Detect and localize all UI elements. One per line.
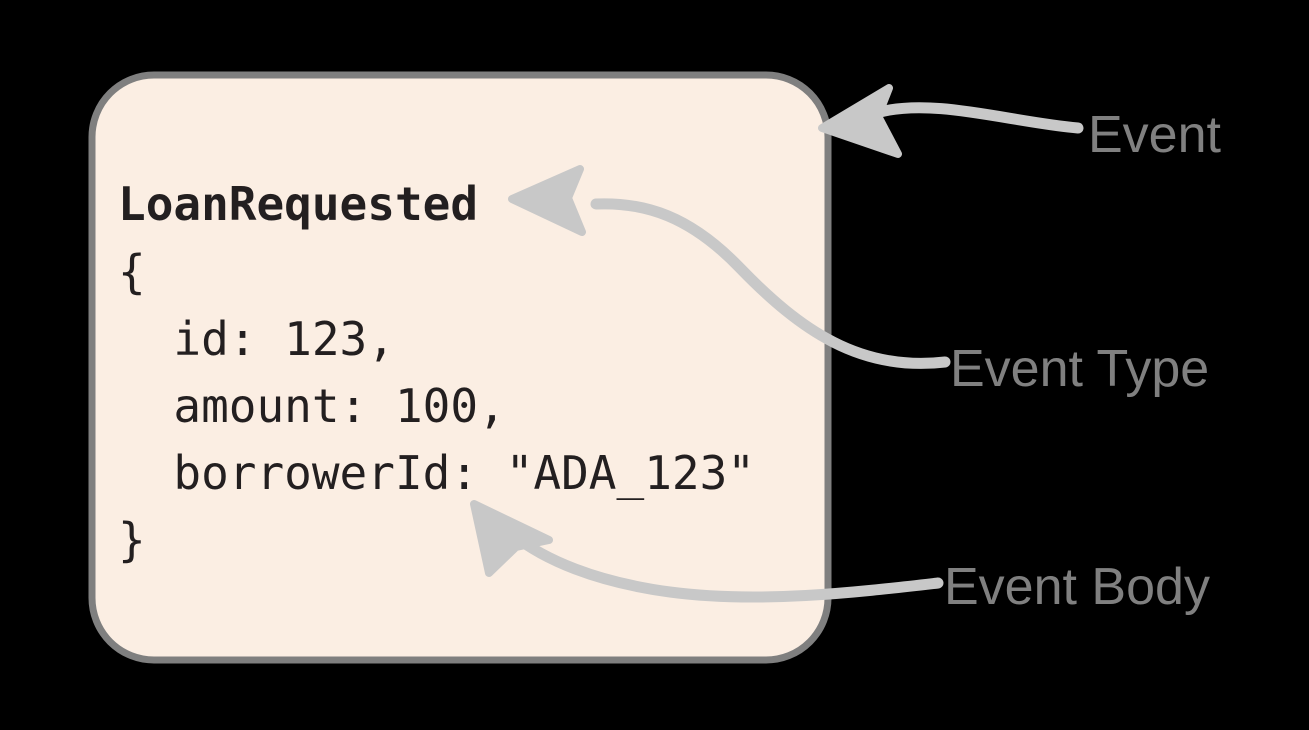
event-body-connector-line [506, 528, 944, 603]
annotation-label-event-body: Event Body [944, 558, 1210, 616]
annotation-label-event: Event [1088, 106, 1222, 164]
annotation-event-type: Event Type [508, 165, 1209, 398]
event-body-line-close-brace: } [118, 513, 146, 567]
event-body-line-id: id: 123, [118, 312, 395, 366]
annotation-event: Event [818, 84, 1222, 164]
event-arrowhead-icon [818, 84, 902, 158]
event-type-connector-line [590, 198, 951, 369]
event-connector-line [874, 102, 1084, 134]
annotation-event-body: Event Body [470, 500, 1210, 616]
event-body-line-borrower-id: borrowerId: "ADA_123" [118, 446, 755, 500]
event-card[interactable] [88, 71, 832, 664]
event-body-arrowhead-icon [470, 500, 553, 577]
event-body-line-open-brace: { [118, 245, 146, 299]
event-type-arrowhead-icon [508, 165, 586, 236]
event-type-text: LoanRequested [118, 177, 478, 231]
event-body-line-amount: amount: 100, [118, 379, 506, 433]
annotation-label-event-type: Event Type [950, 340, 1209, 398]
